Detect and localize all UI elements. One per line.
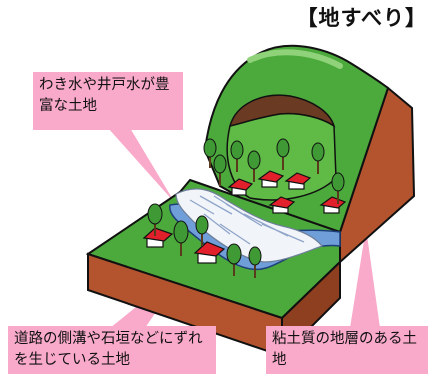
- house: [257, 170, 285, 188]
- tree: [203, 138, 217, 168]
- callout-pointer-spring: [108, 128, 175, 203]
- tree: [147, 203, 163, 236]
- tree: [230, 140, 244, 172]
- tree: [226, 243, 242, 276]
- ridge-highlight: [247, 49, 343, 69]
- tree: [173, 220, 189, 256]
- debris-flow: [175, 188, 323, 263]
- callout-wall-shift: 道路の側溝や石垣などにずれを生じている土地: [8, 326, 216, 374]
- tree: [195, 215, 209, 246]
- callout-clay-layer: 粘土質の地層のある土地: [266, 326, 428, 374]
- tree: [276, 138, 290, 170]
- callout-spring-water: わき水や井戸水が豊富な土地: [33, 72, 183, 130]
- callout-pointer-clay: [350, 228, 380, 328]
- tree: [248, 246, 262, 278]
- house: [284, 172, 312, 190]
- tree: [331, 172, 345, 204]
- page-title: 【地すべり】: [296, 6, 427, 30]
- house: [227, 178, 254, 196]
- tree: [247, 150, 261, 182]
- debris-streaks: [189, 195, 305, 245]
- tree: [311, 142, 325, 174]
- house: [268, 196, 296, 214]
- house: [142, 227, 174, 248]
- tree: [213, 154, 227, 186]
